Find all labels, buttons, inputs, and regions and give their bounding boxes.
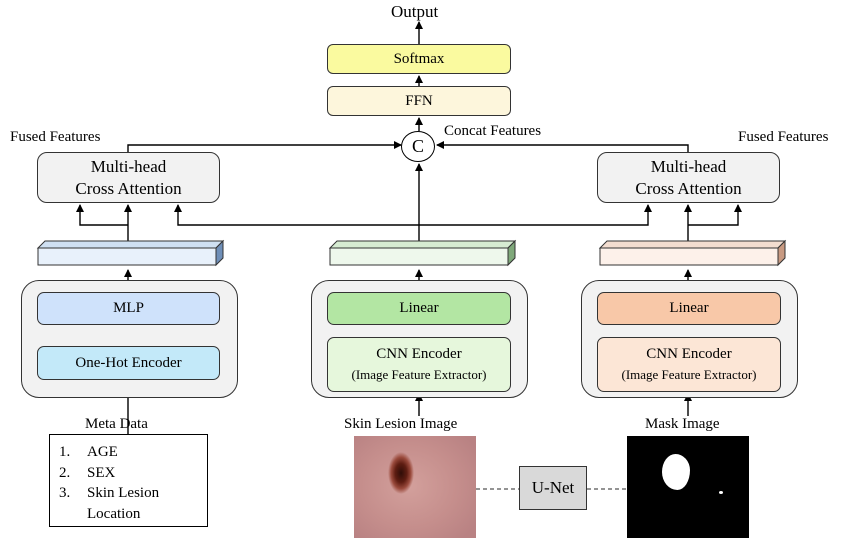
cross-attention-right: Multi-head Cross Attention bbox=[597, 152, 780, 203]
meta-data-item: 2.SEX bbox=[59, 464, 116, 481]
meta-data-item: Location bbox=[87, 505, 141, 522]
image-cnn-sublabel: (Image Feature Extractor) bbox=[351, 367, 487, 382]
image-cnn-label: CNN Encoder bbox=[376, 346, 462, 362]
mask-speck bbox=[719, 491, 723, 494]
one-hot-encoder-box: One-Hot Encoder bbox=[37, 346, 220, 380]
skin-lesion-image-label: Skin Lesion Image bbox=[344, 416, 458, 432]
arrow-right-fused-to-concat bbox=[436, 141, 689, 152]
output-label: Output bbox=[391, 2, 439, 21]
mask-photo bbox=[627, 436, 749, 538]
meta-data-list: 1.AGE 2.SEX 3.Skin Lesion Location bbox=[49, 434, 208, 527]
arrow-image-to-left-attn bbox=[174, 204, 419, 226]
arrow-image-to-right-attn bbox=[419, 204, 652, 226]
arrow-left-fused-to-concat bbox=[127, 141, 402, 152]
mask-lesion-shape bbox=[662, 454, 690, 490]
cross-attention-right-line1: Multi-head bbox=[650, 156, 727, 176]
concat-label: Concat Features bbox=[444, 123, 542, 139]
meta-data-item: 1.AGE bbox=[59, 444, 118, 460]
fused-features-left-label: Fused Features bbox=[10, 129, 101, 145]
cross-attention-left: Multi-head Cross Attention bbox=[37, 152, 220, 203]
feature-vector-meta bbox=[36, 239, 225, 267]
meta-data-item: 3.Skin Lesion bbox=[59, 485, 160, 501]
cross-attention-right-line2: Cross Attention bbox=[635, 178, 742, 198]
arrow-mask-split-right-attn bbox=[688, 204, 742, 226]
mask-cnn-encoder-box: CNN Encoder (Image Feature Extractor) bbox=[597, 337, 781, 392]
unet-box: U-Net bbox=[519, 466, 587, 510]
mlp-box: MLP bbox=[37, 292, 220, 325]
image-cnn-encoder-box: CNN Encoder (Image Feature Extractor) bbox=[327, 337, 511, 392]
arrow-meta-split-left-attn bbox=[76, 204, 128, 226]
cross-attention-left-line1: Multi-head bbox=[90, 156, 167, 176]
image-linear-box: Linear bbox=[327, 292, 511, 325]
skin-lesion-photo bbox=[354, 436, 476, 538]
ffn-box: FFN bbox=[327, 86, 511, 116]
cross-attention-left-line2: Cross Attention bbox=[75, 178, 182, 198]
mask-cnn-label: CNN Encoder bbox=[646, 346, 732, 362]
concat-symbol: C bbox=[401, 131, 435, 162]
feature-vector-image bbox=[328, 239, 517, 267]
feature-vector-mask bbox=[598, 239, 787, 267]
fused-features-right-label: Fused Features bbox=[738, 129, 829, 145]
meta-data-label: Meta Data bbox=[85, 416, 148, 432]
softmax-box: Softmax bbox=[327, 44, 511, 74]
mask-linear-box: Linear bbox=[597, 292, 781, 325]
mask-image-label: Mask Image bbox=[645, 416, 720, 432]
mask-cnn-sublabel: (Image Feature Extractor) bbox=[621, 367, 757, 382]
